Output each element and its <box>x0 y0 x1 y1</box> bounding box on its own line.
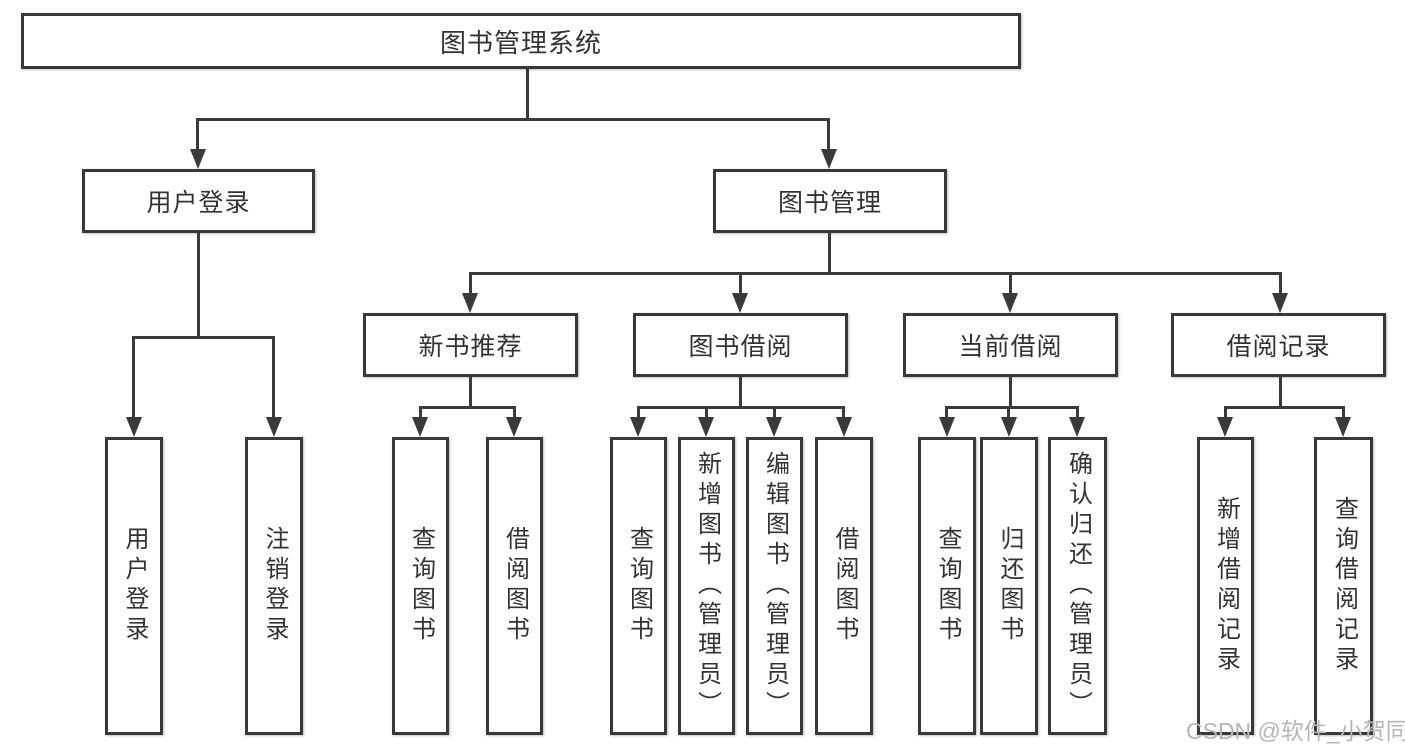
arrow-down-icon <box>836 417 852 437</box>
arrow-down-icon <box>190 149 206 169</box>
node-book-management: 图书管理 <box>713 169 947 233</box>
connector-hline <box>196 118 830 121</box>
leaf-borrow-books-recommend-label: 借阅图书 <box>501 526 529 646</box>
connector-hline <box>637 406 845 409</box>
connector-hline <box>419 406 516 409</box>
leaf-logout: 注销登录 <box>245 437 303 735</box>
node-user-login: 用户登录 <box>82 169 315 233</box>
connector-vline <box>773 409 776 419</box>
node-book-management-label: 图书管理 <box>777 189 882 217</box>
connector-vline <box>1009 377 1012 409</box>
arrow-down-icon <box>1069 417 1085 437</box>
arrow-down-icon <box>766 417 782 437</box>
connector-vline <box>1279 275 1282 295</box>
leaf-add-borrow-record-label: 新增借阅记录 <box>1212 496 1240 676</box>
node-root: 图书管理系统 <box>21 13 1021 69</box>
leaf-edit-books-admin: 编辑图书（管理员） <box>746 437 803 735</box>
leaf-user-login-label: 用户登录 <box>121 526 148 646</box>
connector-hline <box>469 272 1282 275</box>
leaf-confirm-return-admin-label: 确认归还（管理员） <box>1064 451 1092 721</box>
node-book-borrowing-label: 图书借阅 <box>688 333 793 361</box>
connector-vline <box>1076 409 1079 419</box>
connector-vline <box>828 233 831 275</box>
arrow-down-icon <box>630 417 646 437</box>
leaf-query-books-current: 查询图书 <box>918 437 976 735</box>
node-new-book-recommendation-label: 新书推荐 <box>418 333 523 361</box>
arrow-down-icon <box>266 417 282 437</box>
leaf-query-books-borrowing: 查询图书 <box>610 437 667 735</box>
leaf-add-borrow-record: 新增借阅记录 <box>1197 437 1254 735</box>
leaf-return-books: 归还图书 <box>980 437 1038 735</box>
arrow-down-icon <box>1001 417 1017 437</box>
node-current-borrowing-label: 当前借阅 <box>958 333 1063 361</box>
connector-vline <box>842 409 845 419</box>
leaf-confirm-return-admin: 确认归还（管理员） <box>1048 437 1107 735</box>
leaf-user-login: 用户登录 <box>105 437 163 735</box>
arrow-down-icon <box>939 417 955 437</box>
arrow-down-icon <box>506 417 522 437</box>
leaf-query-books-borrowing-label: 查询图书 <box>625 526 653 646</box>
connector-vline <box>469 275 472 295</box>
connector-vline <box>1009 275 1012 295</box>
connector-hline <box>945 406 1079 409</box>
connector-vline <box>197 233 200 339</box>
arrow-down-icon <box>126 417 142 437</box>
leaf-add-books-admin: 新增图书（管理员） <box>678 437 735 735</box>
arrow-down-icon <box>732 293 748 313</box>
connector-vline <box>272 339 275 419</box>
leaf-borrow-books-recommend: 借阅图书 <box>486 437 543 735</box>
connector-vline <box>469 377 472 409</box>
node-current-borrowing: 当前借阅 <box>903 313 1118 377</box>
arrow-down-icon <box>698 417 714 437</box>
connector-vline <box>196 121 199 151</box>
connector-hline <box>1224 406 1345 409</box>
leaf-query-books-recommend: 查询图书 <box>392 437 449 735</box>
node-borrowing-records-label: 借阅记录 <box>1226 333 1331 361</box>
leaf-logout-label: 注销登录 <box>261 526 288 646</box>
leaf-query-books-current-label: 查询图书 <box>934 526 961 646</box>
leaf-borrow-books-borrowing: 借阅图书 <box>815 437 873 735</box>
connector-vline <box>739 275 742 295</box>
arrow-down-icon <box>412 417 428 437</box>
arrow-down-icon <box>1272 293 1288 313</box>
arrow-down-icon <box>1217 417 1233 437</box>
connector-vline <box>132 339 135 419</box>
connector-vline <box>1224 409 1227 419</box>
connector-vline <box>1279 377 1282 409</box>
arrow-down-icon <box>1002 293 1018 313</box>
node-user-login-label: 用户登录 <box>146 189 251 217</box>
connector-hline <box>132 336 275 339</box>
connector-vline <box>526 69 529 121</box>
connector-vline <box>1007 409 1010 419</box>
arrow-down-icon <box>1335 417 1351 437</box>
leaf-borrow-books-borrowing-label: 借阅图书 <box>831 526 858 646</box>
leaf-add-books-admin-label: 新增图书（管理员） <box>693 451 721 721</box>
node-root-label: 图书管理系统 <box>439 27 602 58</box>
connector-vline <box>705 409 708 419</box>
node-borrowing-records: 借阅记录 <box>1171 313 1386 377</box>
leaf-edit-books-admin-label: 编辑图书（管理员） <box>761 451 789 721</box>
leaf-return-books-label: 归还图书 <box>996 526 1023 646</box>
connector-vline <box>419 409 422 419</box>
connector-vline <box>513 409 516 419</box>
arrow-down-icon <box>821 149 837 169</box>
connector-vline <box>637 409 640 419</box>
node-new-book-recommendation: 新书推荐 <box>363 313 578 377</box>
arrow-down-icon <box>462 293 478 313</box>
connector-vline <box>945 409 948 419</box>
leaf-query-borrow-record-label: 查询借阅记录 <box>1330 496 1358 676</box>
connector-vline <box>739 377 742 409</box>
connector-vline <box>1342 409 1345 419</box>
leaf-query-books-recommend-label: 查询图书 <box>407 526 435 646</box>
leaf-query-borrow-record: 查询借阅记录 <box>1314 437 1373 735</box>
node-book-borrowing: 图书借阅 <box>633 313 848 377</box>
connector-vline <box>827 121 830 151</box>
